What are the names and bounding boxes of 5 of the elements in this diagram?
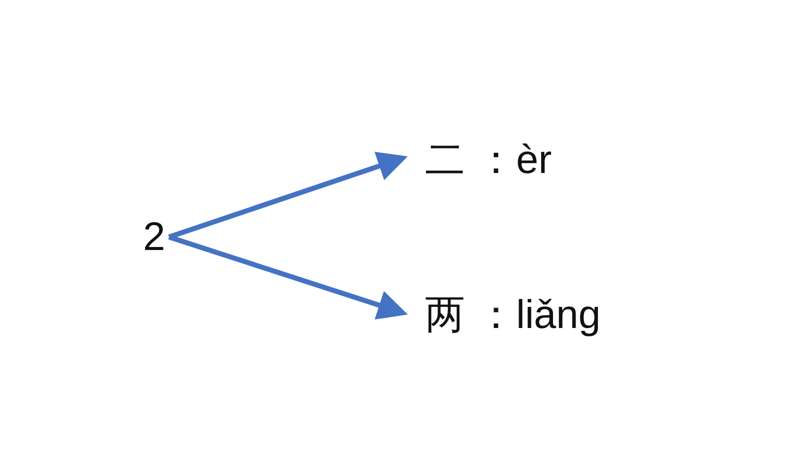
node-label: 两 ：liǎng <box>425 291 601 339</box>
arrow <box>168 234 408 320</box>
node-label: 二 ：èr <box>425 136 552 184</box>
node-label: 2 <box>143 213 166 261</box>
arrow <box>168 152 408 240</box>
